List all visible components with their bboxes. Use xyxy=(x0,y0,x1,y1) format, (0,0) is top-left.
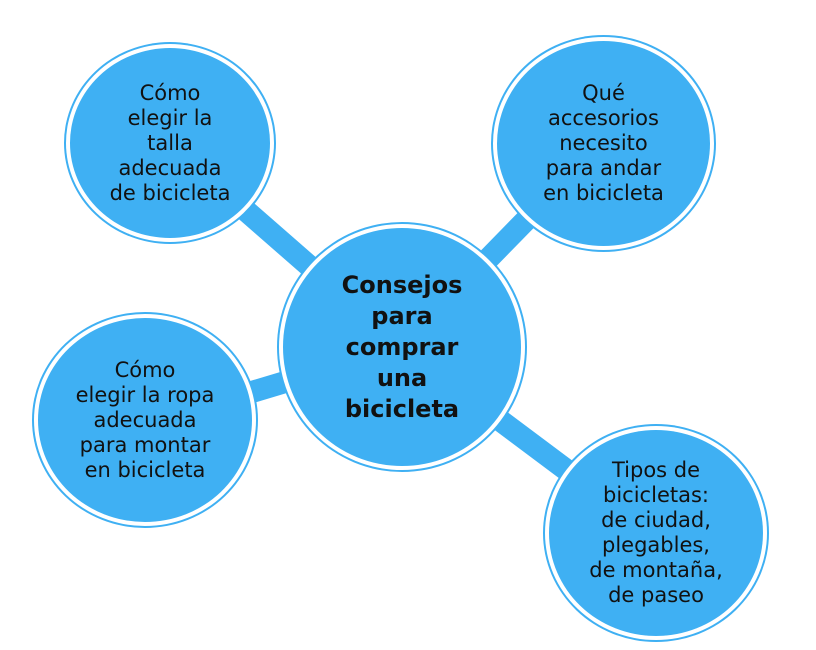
branch-label-top-left: Cómo elegir la talla adecuada de bicicle… xyxy=(109,80,231,205)
branch-label-bottom-right: Tipos de bicicletas: de ciudad, plegable… xyxy=(589,458,723,607)
branch-node-top-left: Cómo elegir la talla adecuada de bicicle… xyxy=(70,48,270,238)
branch-label-middle-left: Cómo elegir la ropa adecuada para montar… xyxy=(75,357,215,482)
central-node: Consejos para comprar una bicicleta xyxy=(283,228,521,466)
branch-node-bottom-right: Tipos de bicicletas: de ciudad, plegable… xyxy=(549,430,763,636)
branch-node-top-right: Qué accesorios necesito para andar en bi… xyxy=(497,41,710,246)
branch-label-top-right: Qué accesorios necesito para andar en bi… xyxy=(543,81,664,205)
branch-node-middle-left: Cómo elegir la ropa adecuada para montar… xyxy=(38,318,252,522)
central-topic-label: Consejos para comprar una bicicleta xyxy=(341,270,463,423)
